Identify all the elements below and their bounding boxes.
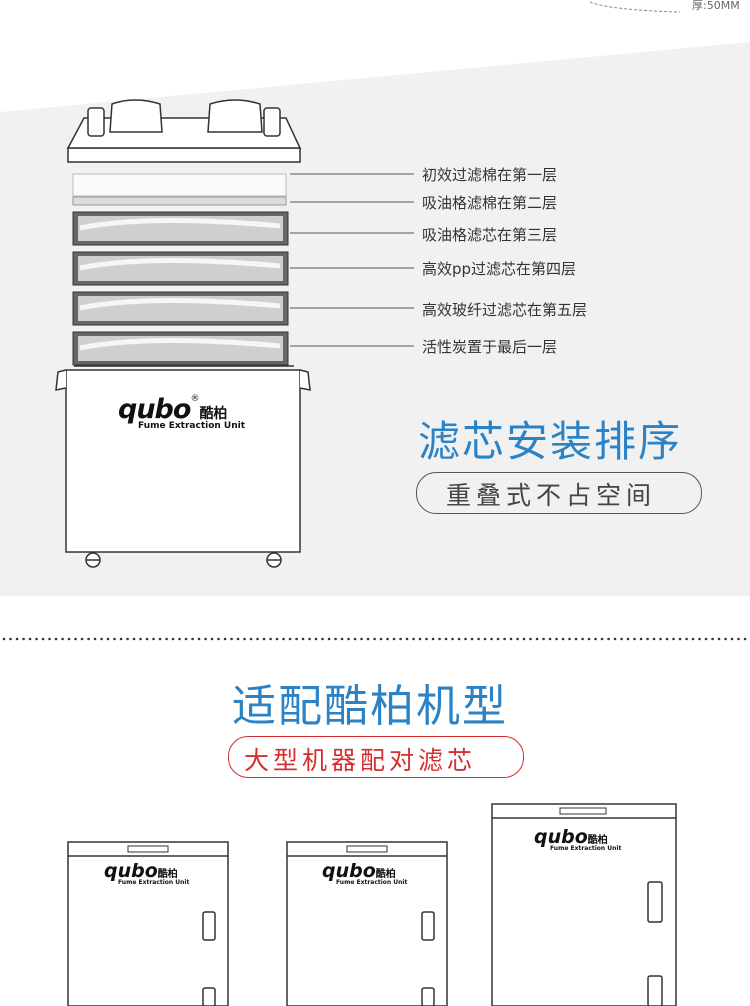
logo-text: qubo [118, 394, 191, 425]
filter-tray-6 [72, 331, 289, 366]
layer-label-5: 高效玻纤过滤芯在第五层 [422, 301, 588, 319]
model-3-logo-cn: 酷柏 [587, 835, 608, 846]
cabinet-lid [66, 99, 302, 163]
filter-tray-4 [72, 251, 289, 286]
layer-label-3: 吸油格滤芯在第三层 [422, 226, 558, 244]
filter-tray-3 [72, 211, 289, 246]
model-2-logo: qubo酷柏 Fume Extraction Unit [322, 860, 422, 886]
section1-title: 滤芯安装排序 [418, 417, 683, 466]
layer-label-6: 活性炭置于最后一层 [422, 338, 558, 356]
section1-subtitle-pill [416, 472, 702, 514]
model-2-logo-text: qubo [322, 860, 376, 882]
model-3-logo-subtitle: Fume Extraction Unit [550, 845, 622, 852]
model-2-logo-subtitle: Fume Extraction Unit [336, 879, 408, 886]
model-1-logo-cn: 酷柏 [157, 869, 178, 880]
dotted-divider [2, 637, 750, 641]
section2-subtitle: 大型机器配对滤芯 [244, 746, 477, 775]
cabinet-body [55, 365, 311, 568]
filter-layer-1 [72, 173, 287, 197]
model-1-logo: qubo酷柏 Fume Extraction Unit [104, 860, 204, 886]
logo-subtitle: Fume Extraction Unit [138, 421, 246, 431]
model-3-cabinet [491, 803, 677, 1006]
layer-label-2: 吸油格滤棉在第二层 [422, 194, 558, 212]
model-2-cabinet [286, 841, 448, 1006]
logo-cn: 酷柏 [199, 406, 228, 422]
section1-subtitle: 重叠式不占空间 [446, 481, 657, 510]
model-1-logo-text: qubo [104, 860, 158, 882]
layer-label-1: 初效过滤棉在第一层 [422, 166, 558, 184]
thickness-note: 厚:50MM [692, 0, 740, 12]
exploded-cabinet-illustration [55, 99, 414, 568]
model-1-cabinet [67, 841, 229, 1006]
layer-label-4: 高效pp过滤芯在第四层 [422, 260, 577, 278]
filter-tray-5 [72, 291, 289, 326]
section2-subtitle-pill [228, 736, 524, 778]
model-1-logo-subtitle: Fume Extraction Unit [118, 879, 190, 886]
compatible-models [67, 803, 677, 1006]
logo-registered: ® [190, 394, 200, 404]
model-2-logo-cn: 酷柏 [375, 869, 396, 880]
filter-layer-2 [72, 196, 287, 206]
section2-title: 适配酷柏机型 [232, 681, 508, 732]
cabinet-logo: qubo® 酷柏 Fume Extraction Unit [118, 394, 258, 431]
model-3-logo: qubo酷柏 Fume Extraction Unit [534, 826, 644, 852]
model-3-logo-text: qubo [534, 826, 588, 848]
